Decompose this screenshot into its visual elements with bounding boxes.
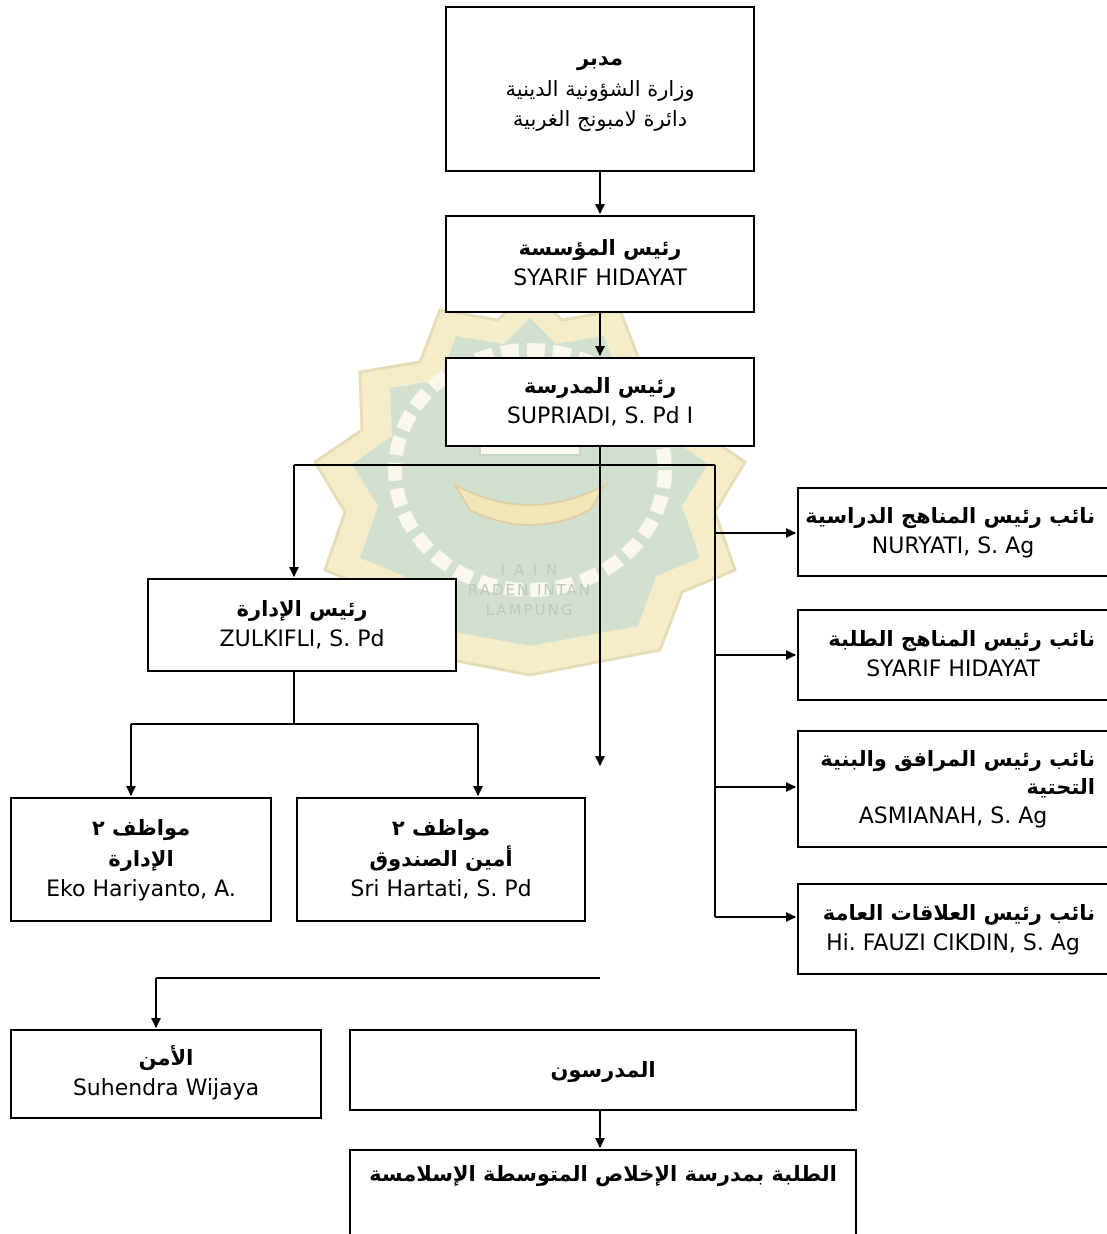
director-title: مدبر: [576, 46, 624, 71]
school-head-title: رئيس المدرسة: [523, 373, 677, 398]
emblem-wreath: [388, 343, 672, 597]
watermark-text-3: LAMPUNG: [486, 601, 575, 619]
admin-head-name: ZULKIFLI, S. Pd: [219, 627, 385, 653]
deputy-curriculum-name: NURYATI, S. Ag: [871, 534, 1035, 560]
school-head-box: رئيس المدرسة SUPRIADI, S. Pd I: [445, 357, 755, 447]
director-line2: دائرة لامبونج الغربية: [512, 107, 688, 132]
staff-treasurer-title: مواظف ٢: [391, 816, 491, 841]
staff-admin-box: مواظف ٢ الإدارة Eko Hariyanto, A.: [10, 797, 272, 922]
teachers-title: المدرسون: [550, 1057, 656, 1082]
staff-treasurer-role: أمين الصندوق: [369, 846, 513, 871]
emblem-ship: [452, 482, 608, 526]
students-box: الطلبة بمدرسة الإخلاص المتوسطة الإسلامسة: [349, 1149, 857, 1234]
director-box: مدبر وزارة الشؤونية الدينية دائرة لامبون…: [445, 6, 755, 172]
deputy-relations-box: نائب رئيس العلاقات العامة Hi. FAUZI CIKD…: [797, 883, 1107, 975]
staff-admin-name: Eko Hariyanto, A.: [46, 876, 236, 902]
foundation-head-name: SYARIF HIDAYAT: [513, 266, 687, 292]
admin-head-title: رئيس الإدارة: [236, 596, 368, 621]
school-head-name: SUPRIADI, S. Pd I: [506, 404, 694, 430]
watermark-text-1: I A I N: [501, 561, 560, 579]
admin-head-box: رئيس الإدارة ZULKIFLI, S. Pd: [147, 578, 457, 672]
deputy-students-box: نائب رئيس المناهج الطلبة SYARIF HIDAYAT: [797, 609, 1107, 701]
foundation-head-box: رئيس المؤسسة SYARIF HIDAYAT: [445, 215, 755, 313]
deputy-relations-name: Hi. FAUZI CIKDIN, S. Ag: [826, 931, 1080, 957]
deputy-curriculum-title: نائب رئيس المناهج الدراسية: [805, 503, 1095, 528]
deputy-students-name: SYARIF HIDAYAT: [866, 657, 1040, 683]
staff-admin-role: الإدارة: [108, 846, 174, 871]
students-title: الطلبة بمدرسة الإخلاص المتوسطة الإسلامسة: [369, 1162, 837, 1186]
deputy-students-title: نائب رئيس المناهج الطلبة: [828, 626, 1095, 651]
staff-treasurer-box: مواظف ٢ أمين الصندوق Sri Hartati, S. Pd: [296, 797, 586, 922]
security-box: الأمن Suhendra Wijaya: [10, 1029, 322, 1119]
teachers-box-main: المدرسون: [349, 1029, 857, 1111]
deputy-facilities-title: نائب رئيس المرافق والبنية التحتية: [820, 746, 1095, 800]
security-name: Suhendra Wijaya: [72, 1076, 260, 1102]
security-title: الأمن: [138, 1045, 194, 1070]
director-line1: وزارة الشؤونية الدينية: [505, 76, 695, 101]
deputy-relations-title: نائب رئيس العلاقات العامة: [822, 900, 1095, 925]
watermark-text-2: RADEN INTAN: [468, 581, 592, 599]
deputy-facilities-box: نائب رئيس المرافق والبنية التحتية ASMIAN…: [797, 730, 1107, 848]
staff-admin-title: مواظف ٢: [91, 816, 191, 841]
deputy-facilities-name: ASMIANAH, S. Ag: [858, 804, 1048, 830]
staff-treasurer-name: Sri Hartati, S. Pd: [350, 876, 532, 902]
foundation-head-title: رئيس المؤسسة: [518, 235, 682, 260]
deputy-curriculum-box: نائب رئيس المناهج الدراسية NURYATI, S. A…: [797, 487, 1107, 577]
